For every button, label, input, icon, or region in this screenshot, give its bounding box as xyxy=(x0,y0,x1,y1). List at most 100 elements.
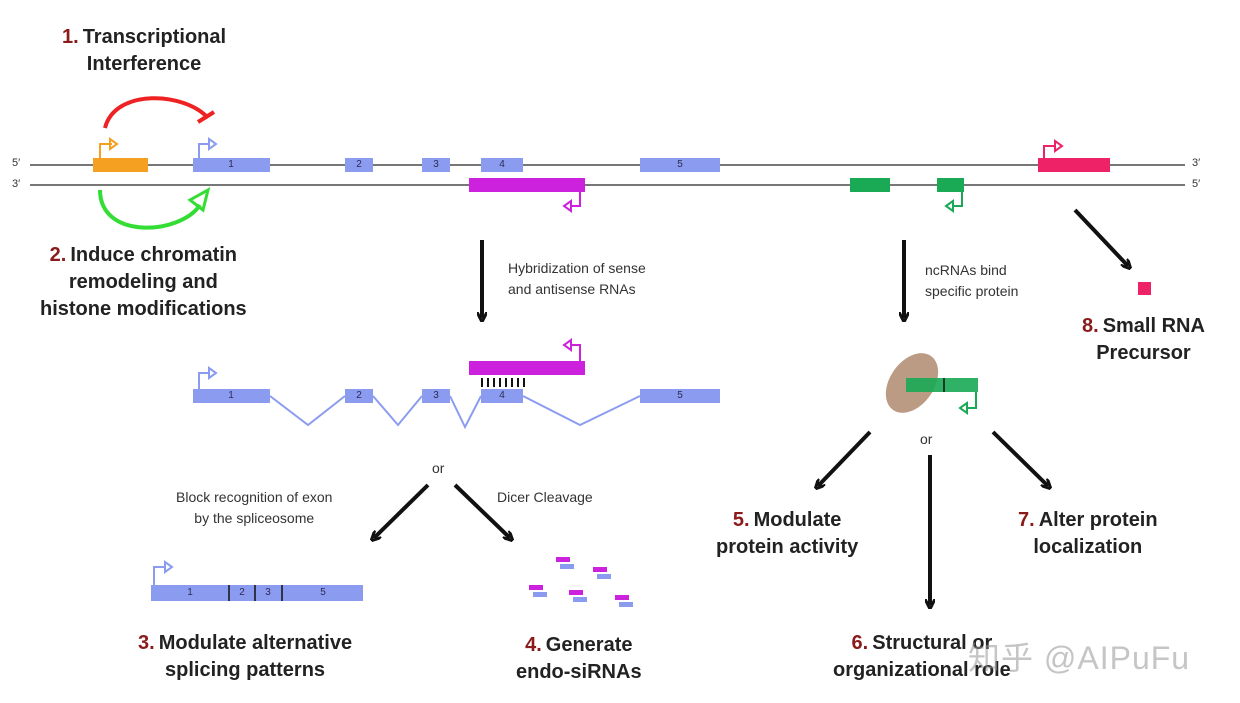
note-ncrna-bind: ncRNAs bind specific protein xyxy=(925,260,1018,302)
label-3: 3.Modulate alternative splicing patterns xyxy=(138,630,352,684)
label-7-line1: Alter protein xyxy=(1038,509,1158,531)
label-1-line2: Interference xyxy=(86,53,202,75)
spliced-exon-number: 4 xyxy=(499,390,505,401)
exon1-tss-head xyxy=(208,137,218,151)
spliced-exon-5 xyxy=(640,389,720,403)
note-hybridization: Hybridization of sense and antisense RNA… xyxy=(508,258,646,300)
note-hybridization-line1: Hybridization of sense xyxy=(508,260,646,276)
genome-exon-number: 2 xyxy=(356,159,362,170)
label-3-line2: splicing patterns xyxy=(165,659,326,681)
label-5-line1: Modulate xyxy=(753,509,842,531)
note-ncrna-line2: specific protein xyxy=(925,283,1019,299)
note-block-line1: Block recognition of exon xyxy=(176,489,333,505)
spliced-exon-number: 2 xyxy=(356,390,362,401)
label-8-line2: Precursor xyxy=(1096,342,1191,364)
spliced-exon-number: 5 xyxy=(677,390,683,401)
hybrid-tss-head xyxy=(562,338,572,352)
note-or-left: or xyxy=(432,460,445,476)
note-block-line2: by the spliceosome xyxy=(194,510,315,526)
watermark: 知乎 @AIPuFu xyxy=(968,640,1191,676)
label-6: 6.Structural or organizational role xyxy=(833,630,1011,684)
bound-ncrna xyxy=(906,378,978,392)
arrow-dicer xyxy=(453,483,510,538)
intron-lines xyxy=(269,395,641,430)
orange-exon xyxy=(93,158,148,172)
label-7: 7.Alter protein localization xyxy=(1018,507,1158,561)
label-6-number: 6. xyxy=(851,632,869,654)
bound-tss-head xyxy=(958,401,968,415)
genome-exon-number: 3 xyxy=(433,159,439,170)
label-8: 8.Small RNA Precursor xyxy=(1082,313,1205,367)
antisense-rna-magenta xyxy=(469,178,585,192)
genome-exon-number: 5 xyxy=(677,159,683,170)
label-3-number: 3. xyxy=(138,632,155,654)
label-1-line1: Transcriptional xyxy=(82,26,227,48)
pink-tss-head xyxy=(1054,139,1064,153)
magenta-tss-head xyxy=(562,199,572,213)
orange-tss-arrow xyxy=(99,143,112,158)
mature-exon-number: 2 xyxy=(239,587,245,598)
hybrid-tss-arrow xyxy=(570,344,581,361)
spliced-exon-1 xyxy=(193,389,270,403)
green-chromatin-head xyxy=(187,187,211,213)
mature-exon-dividers xyxy=(228,585,283,601)
label-8-line1: Small RNA xyxy=(1102,315,1205,337)
green-ncrna-a xyxy=(850,178,890,192)
green-tss-arrow xyxy=(952,192,963,207)
base-pair-ticks xyxy=(481,378,525,387)
label-1-number: 1. xyxy=(62,26,79,48)
mature-exon-number: 5 xyxy=(320,587,326,598)
spliced-exon-number: 3 xyxy=(433,390,439,401)
label-7-line2: localization xyxy=(1033,536,1143,558)
label-8-number: 8. xyxy=(1082,315,1099,337)
bound-tss-arrow xyxy=(966,392,977,409)
note-or-right: or xyxy=(920,431,933,447)
label-4-line2: endo-siRNAs xyxy=(516,661,642,683)
spliced-exon-3 xyxy=(422,389,450,403)
label-5: 5.Modulate protein activity xyxy=(716,507,858,561)
strand-label-top-left: 5′ xyxy=(12,157,21,169)
spliced-exon-4 xyxy=(481,389,523,403)
genome-exon-number: 4 xyxy=(499,159,505,170)
green-chromatin-arc xyxy=(98,189,202,230)
label-1: 1.Transcriptional Interference xyxy=(62,24,226,78)
label-2: 2.Induce chromatin remodeling and histon… xyxy=(40,242,247,323)
label-7-number: 7. xyxy=(1018,509,1035,531)
spliced-exon-2 xyxy=(345,389,373,403)
note-dicer: Dicer Cleavage xyxy=(497,489,593,505)
label-2-line1: Induce chromatin xyxy=(70,244,238,266)
arrow-block-recognition xyxy=(374,483,430,538)
label-3-line1: Modulate alternative xyxy=(158,632,353,654)
arrow-modulate-activity xyxy=(818,430,872,486)
genome-exon-3 xyxy=(422,158,450,172)
strand-label-top-right: 3′ xyxy=(1192,157,1201,169)
arrow-small-rna xyxy=(1073,208,1128,266)
magenta-tss-arrow xyxy=(570,192,581,207)
label-2-number: 2. xyxy=(49,244,67,266)
label-5-line2: protein activity xyxy=(716,536,859,558)
mature-tss-arrow xyxy=(153,566,166,585)
exon1-tss-arrow xyxy=(198,143,210,158)
mature-exon-number: 1 xyxy=(187,587,193,598)
label-2-line3: histone modifications xyxy=(40,298,247,320)
pink-tss-arrow xyxy=(1043,145,1056,158)
small-rna-product xyxy=(1138,282,1151,295)
label-6-line1: Structural or xyxy=(872,632,993,654)
note-hybridization-line2: and antisense RNAs xyxy=(508,281,636,297)
genome-exon-number: 1 xyxy=(228,159,234,170)
red-interference-arc xyxy=(103,96,210,129)
strand-label-bottom-left: 3′ xyxy=(12,178,21,190)
hybridized-antisense xyxy=(469,361,585,375)
genome-exon-2 xyxy=(345,158,373,172)
label-4-line1: Generate xyxy=(545,634,633,656)
label-4-number: 4. xyxy=(525,634,542,656)
green-ncrna-b xyxy=(937,178,964,192)
mature-mrna xyxy=(151,585,363,601)
sirna-fragments xyxy=(529,557,633,607)
green-tss-head xyxy=(944,199,954,213)
spliced-tss-arrow xyxy=(198,372,210,389)
label-6-line2: organizational role xyxy=(833,659,1011,681)
mature-tss-head xyxy=(164,560,174,574)
genome-exon-4 xyxy=(481,158,523,172)
